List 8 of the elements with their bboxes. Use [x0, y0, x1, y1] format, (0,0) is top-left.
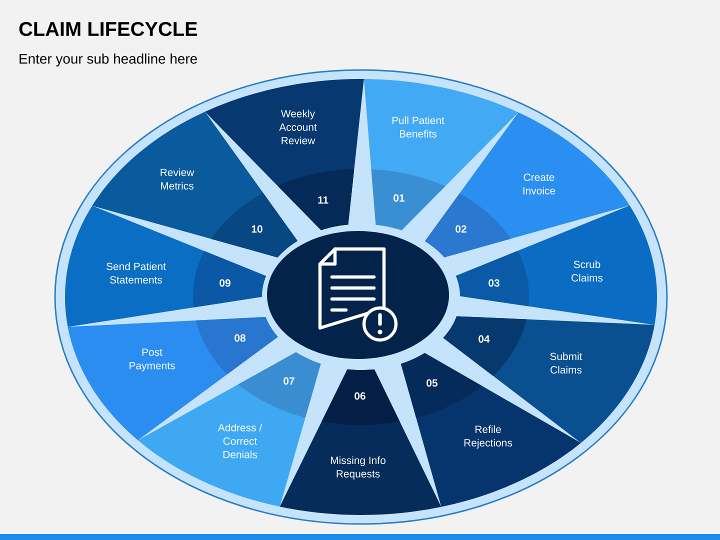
node-label: Submit Claims: [550, 352, 582, 374]
node-label: Scrub Claims: [572, 260, 603, 282]
subtitle: Enter your sub headline here: [20, 53, 197, 66]
node-label: Review Metrics: [160, 168, 194, 190]
node-label: Missing Info Requests: [330, 456, 386, 480]
node-label: Send Patient Statements: [106, 262, 166, 284]
title: CLAIM LIFECYCLE: [19, 22, 198, 36]
node-label: Create Invoice: [523, 174, 556, 194]
